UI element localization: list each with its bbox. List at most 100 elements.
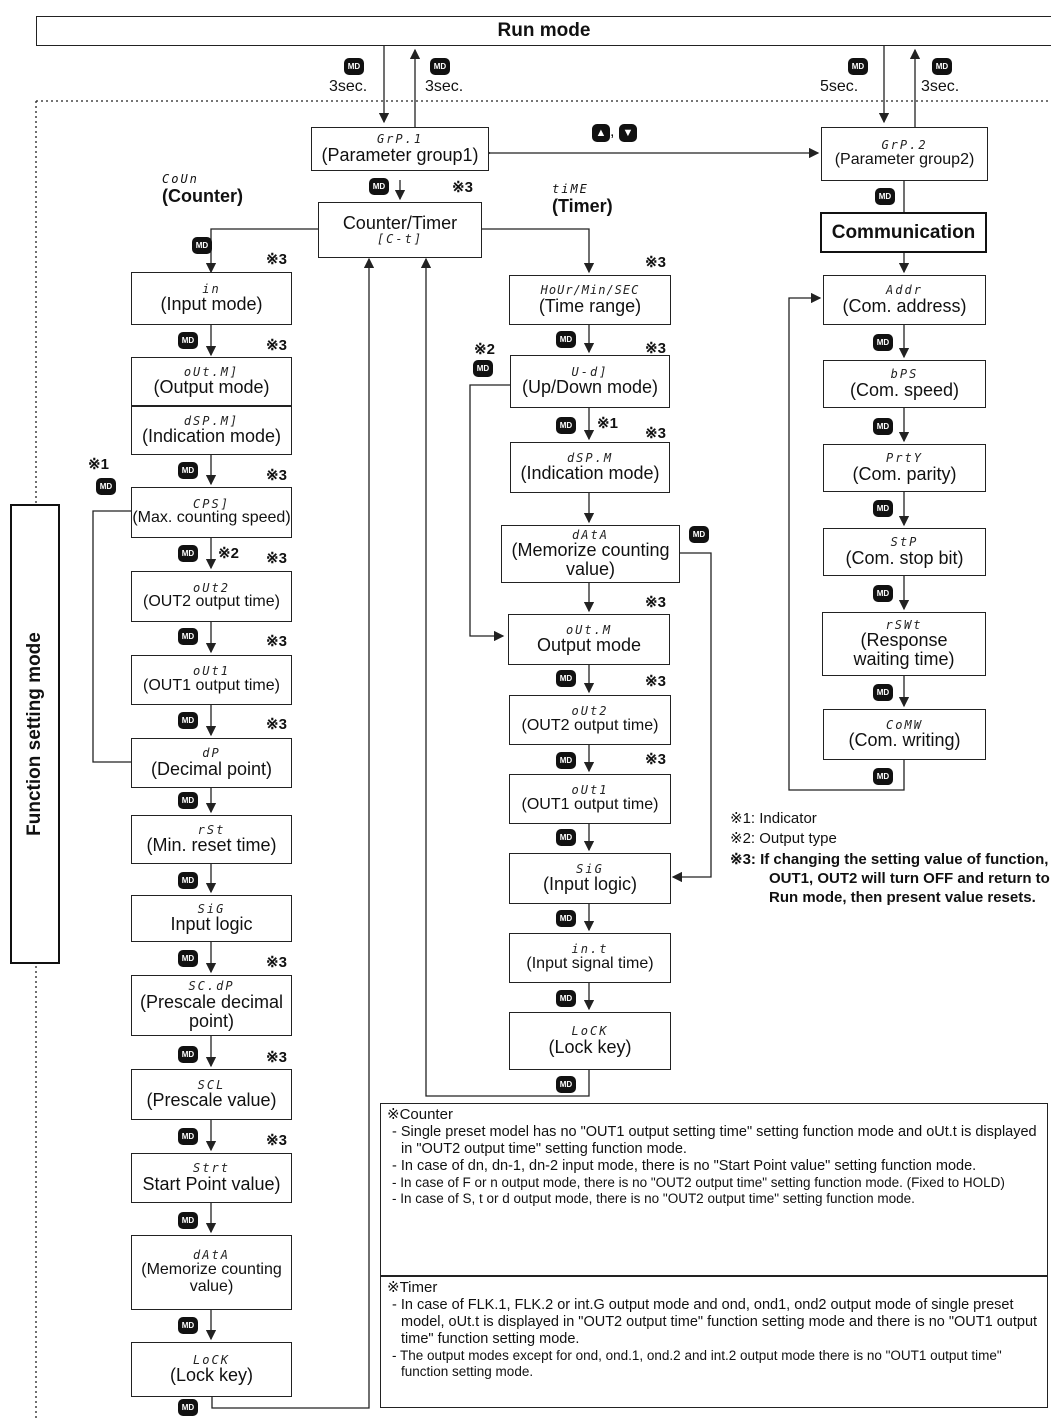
md-key-icon: MD xyxy=(848,58,868,75)
note-mark-3: ※3 xyxy=(266,337,287,354)
node-label: (Indication mode) xyxy=(520,463,660,484)
code-display: oUt2 xyxy=(571,704,609,719)
md-key-icon: MD xyxy=(178,628,198,645)
node-label: (OUT1 output time) xyxy=(521,795,659,813)
note-mark-1: ※1 xyxy=(88,456,109,473)
node-label: Start Point value) xyxy=(142,1173,281,1194)
note-mark-3: ※3 xyxy=(266,1132,287,1149)
node-label: (Memorize counting value) xyxy=(141,1261,282,1295)
run-mode-label: Run mode xyxy=(497,20,591,42)
md-key-icon: MD xyxy=(556,331,576,348)
md-key-icon: MD xyxy=(556,1076,576,1093)
md-key-icon: MD xyxy=(178,545,198,562)
code-display: CPS] xyxy=(193,496,230,511)
counter-branch-label: CoUn (Counter) xyxy=(162,172,243,207)
node-label: (Com. speed) xyxy=(849,379,960,400)
node-label: (Com. writing) xyxy=(848,730,961,751)
code-display: SiG xyxy=(576,861,604,876)
md-key-icon: MD xyxy=(344,58,364,75)
note-mark-3: ※3 xyxy=(266,251,287,268)
down-key-icon: ▼ xyxy=(618,124,637,142)
md-key-icon: MD xyxy=(178,872,198,889)
md-key-icon: MD xyxy=(556,829,576,846)
note-mark-3: ※3 xyxy=(266,954,287,971)
node-label: (Output mode) xyxy=(153,377,270,398)
branch-label: (Timer) xyxy=(552,196,613,216)
code-display: CoMW xyxy=(886,717,923,732)
code-display: GrP.1 xyxy=(376,132,424,147)
timer-branch-label: tiME (Timer) xyxy=(552,182,613,217)
md-key-icon: MD xyxy=(932,58,952,75)
code-display: oUt1 xyxy=(193,664,230,679)
hold-time-label: 3sec. xyxy=(425,78,464,95)
md-key-icon: MD xyxy=(873,585,893,602)
node-label: Counter/Timer xyxy=(342,213,458,234)
md-key-icon: MD xyxy=(178,1128,198,1145)
code-display: tiME xyxy=(552,182,589,196)
code-display: oUt.M xyxy=(565,622,613,637)
note-item: - Single preset model has no "OUT1 outpu… xyxy=(392,1123,1037,1157)
md-key-icon: MD xyxy=(689,526,709,543)
run-mode-bar: Run mode xyxy=(36,16,1051,46)
hold-time-label: 3sec. xyxy=(921,78,960,95)
function-setting-mode-panel: Function setting mode xyxy=(10,504,60,964)
counter-output-mode: oUt.M] (Output mode) xyxy=(131,357,292,406)
note-mark-3: ※3 xyxy=(266,716,287,733)
node-label: (Decimal point) xyxy=(150,758,273,779)
node-label: (Com. stop bit) xyxy=(845,547,964,568)
code-display: LoCK xyxy=(193,1352,230,1367)
note-mark-3: ※3 xyxy=(645,673,666,690)
md-key-icon: MD xyxy=(873,768,893,785)
legend-output-type: ※2: Output type xyxy=(730,830,837,847)
code-display: bPS xyxy=(890,367,919,382)
md-key-icon: MD xyxy=(178,792,198,809)
timer-output-mode: oUt.M Output mode xyxy=(508,614,670,665)
node-label: (Prescale value) xyxy=(146,1090,277,1111)
code-display: HoUr/Min/SEC xyxy=(540,283,640,298)
node-label: Communication xyxy=(831,221,976,243)
node-label: (Com. address) xyxy=(842,295,967,316)
legend-indicator: ※1: Indicator xyxy=(730,810,817,827)
md-key-icon: MD xyxy=(369,178,389,195)
note-mark-3: ※3 xyxy=(645,340,666,357)
md-key-icon: MD xyxy=(178,1399,198,1416)
code-display: in xyxy=(202,281,221,296)
timer-input-signal-time: in.t (Input signal time) xyxy=(509,933,671,983)
md-key-icon: MD xyxy=(192,237,212,254)
timer-out2-output-time: oUt2 (OUT2 output time) xyxy=(509,695,671,745)
md-key-icon: MD xyxy=(178,332,198,349)
md-key-icon: MD xyxy=(873,684,893,701)
md-key-icon: MD xyxy=(178,950,198,967)
node-label: (Memorize counting value) xyxy=(511,540,670,580)
code-display: [C-t] xyxy=(376,232,424,247)
code-display: StP xyxy=(890,535,919,550)
counter-start-point-value: Strt Start Point value) xyxy=(131,1153,292,1203)
md-key-icon: MD xyxy=(96,478,116,495)
key-separator: , xyxy=(610,123,615,140)
code-display: in.t xyxy=(571,942,609,957)
counter-timer-select: Counter/Timer [C-t] xyxy=(318,202,482,258)
notes-title: ※Counter xyxy=(387,1106,453,1123)
md-key-icon: MD xyxy=(556,990,576,1007)
notes-title: ※Timer xyxy=(387,1279,438,1296)
code-display: oUt1 xyxy=(571,783,609,798)
node-label: (Com. parity) xyxy=(852,463,957,484)
node-label: (Indication mode) xyxy=(141,426,282,447)
code-display: Strt xyxy=(193,1161,230,1176)
code-display: SiG xyxy=(197,901,226,916)
note-mark-1: ※1 xyxy=(597,415,618,432)
node-label: (Input signal time) xyxy=(526,954,654,972)
code-display: CoUn xyxy=(162,172,199,186)
note-mark-3: ※3 xyxy=(645,594,666,611)
note-mark-3: ※3 xyxy=(266,550,287,567)
node-label: (Time range) xyxy=(538,295,642,316)
code-display: dSP.M] xyxy=(183,413,240,428)
code-display: dSP.M xyxy=(566,450,614,465)
md-key-icon: MD xyxy=(178,1317,198,1334)
timer-memorize-counting-value: dAtA (Memorize counting value) xyxy=(501,525,680,583)
hold-time-label: 5sec. xyxy=(820,78,859,95)
node-label: (Min. reset time) xyxy=(146,835,277,856)
node-label: Output mode xyxy=(536,635,642,656)
md-key-icon: MD xyxy=(178,1212,198,1229)
